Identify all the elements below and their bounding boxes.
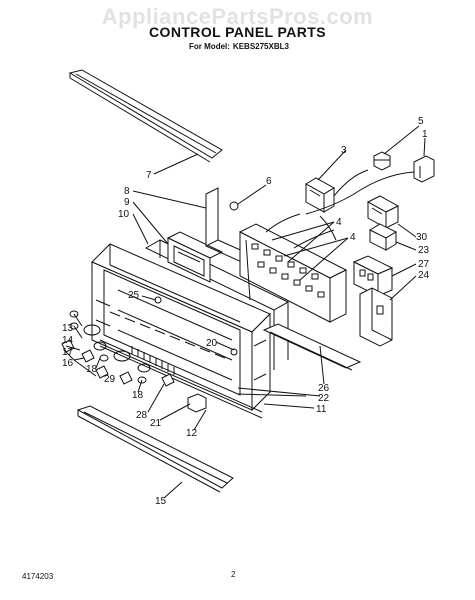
- display-board: [166, 231, 224, 283]
- model-prefix: For Model:: [189, 42, 230, 51]
- callout-26: 26: [318, 383, 330, 394]
- model-line: For Model:KEBS275XBL3: [0, 42, 475, 51]
- screw-6: [229, 201, 239, 211]
- page-title: CONTROL PANEL PARTS: [149, 24, 326, 40]
- switch-5: [373, 151, 391, 171]
- bottom-trim-strip: [76, 405, 234, 493]
- callout-7: 7: [146, 170, 152, 181]
- callout-12: 12: [186, 428, 198, 439]
- selector-21: [187, 393, 207, 413]
- knob-hardware: [61, 310, 175, 387]
- callout-20: 20: [206, 338, 218, 349]
- callout-labels: 1 3 4 4 5 6 7 8 9 10 11 12 13 14 15 16 1…: [62, 116, 430, 507]
- callout-25: 25: [128, 290, 140, 301]
- callout-4a: 4: [336, 217, 342, 228]
- callout-17: 17: [62, 347, 74, 358]
- side-bracket-24: [359, 287, 393, 347]
- watermark: AppliancePartsPros.com: [101, 4, 374, 29]
- model-number: KEBS275XBL3: [232, 42, 289, 51]
- screw-20: [230, 348, 238, 356]
- callout-29: 29: [104, 374, 116, 385]
- callout-16: 16: [62, 358, 74, 369]
- callout-22: 22: [318, 393, 330, 404]
- top-trim-strip: [68, 69, 223, 163]
- page-number: 2: [231, 570, 236, 579]
- switch-3: [305, 169, 369, 213]
- callout-30: 30: [416, 232, 428, 243]
- callout-13: 13: [62, 323, 74, 334]
- callout-27: 27: [418, 259, 430, 270]
- callout-8: 8: [124, 186, 130, 197]
- switch-23: [368, 223, 398, 251]
- switch-1: [305, 155, 435, 215]
- callout-6: 6: [266, 176, 272, 187]
- callout-14: 14: [62, 335, 74, 346]
- callout-23: 23: [418, 245, 430, 256]
- callout-18a: 18: [86, 364, 98, 375]
- callout-3: 3: [341, 145, 347, 156]
- callout-1: 1: [422, 129, 428, 140]
- brace-26: [262, 323, 362, 371]
- callout-5: 5: [418, 116, 424, 127]
- document-number: 4174203: [22, 572, 54, 581]
- callout-21: 21: [150, 418, 162, 429]
- callout-18b: 18: [132, 390, 144, 401]
- control-board: [238, 223, 348, 323]
- control-panel-frame: [91, 243, 271, 412]
- callout-10: 10: [118, 209, 130, 220]
- callout-24: 24: [418, 270, 430, 281]
- switch-30: [366, 195, 400, 229]
- callout-4b: 4: [350, 232, 356, 243]
- callout-28: 28: [136, 410, 148, 421]
- callout-15: 15: [155, 496, 167, 507]
- callout-11: 11: [316, 404, 327, 415]
- leader-lines: [63, 125, 426, 499]
- callout-9: 9: [124, 197, 130, 208]
